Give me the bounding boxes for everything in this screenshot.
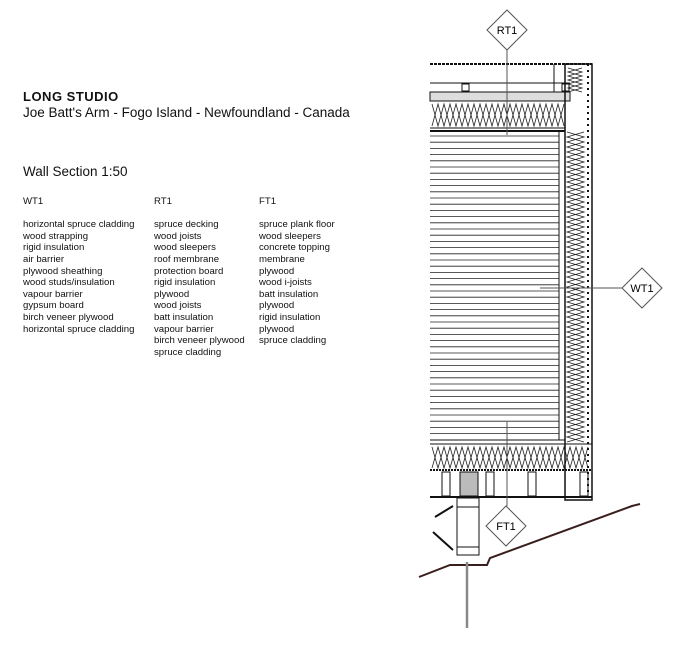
project-title: LONG STUDIO bbox=[23, 89, 119, 104]
legend-layer: wood i-joists bbox=[259, 277, 312, 289]
legend-layer: spruce cladding bbox=[154, 346, 222, 358]
tag-wt1-label: WT1 bbox=[630, 283, 653, 295]
wall-insulation bbox=[565, 131, 586, 443]
legend-layer: wood sleepers bbox=[154, 242, 216, 254]
legend-layer: protection board bbox=[154, 265, 224, 277]
legend-layer: wood joists bbox=[154, 230, 202, 242]
tag-ft1-label: FT1 bbox=[496, 521, 516, 533]
wall-insulation bbox=[566, 67, 584, 93]
wall-insulation bbox=[565, 131, 586, 443]
project-location: Joe Batt's Arm - Fogo Island - Newfoundl… bbox=[23, 105, 350, 120]
legend-layer: plywood bbox=[259, 265, 295, 277]
legend-layer: horizontal spruce cladding bbox=[23, 219, 135, 231]
legend-layer: roof membrane bbox=[154, 253, 220, 265]
tag-wt1[interactable]: WT1 bbox=[621, 267, 663, 309]
legend-layer: batt insulation bbox=[154, 311, 214, 323]
legend-layer: spruce cladding bbox=[259, 335, 327, 347]
legend-layer: vapour barrier bbox=[154, 323, 214, 335]
legend-layer: vapour barrier bbox=[23, 288, 83, 300]
legend-layer: air barrier bbox=[23, 253, 65, 265]
legend-layer: plywood bbox=[259, 323, 295, 335]
legend-layer: wood strapping bbox=[23, 230, 89, 242]
legend-heading: RT1 bbox=[154, 196, 172, 207]
tag-ft1[interactable]: FT1 bbox=[485, 505, 527, 547]
ground-line bbox=[418, 503, 641, 578]
legend-layer: birch veneer plywood bbox=[154, 335, 245, 347]
legend-layer: spruce decking bbox=[154, 219, 219, 231]
legend-layer: wood studs/insulation bbox=[23, 277, 115, 289]
legend-heading: WT1 bbox=[23, 196, 44, 207]
legend-layer: batt insulation bbox=[259, 288, 319, 300]
insulation-batt bbox=[431, 102, 565, 128]
legend-layer: concrete topping bbox=[259, 242, 330, 254]
legend-layer: horizontal spruce cladding bbox=[23, 323, 135, 335]
insulation-batt bbox=[431, 445, 589, 470]
drawing-title: Wall Section 1:50 bbox=[23, 164, 128, 179]
legend-heading: FT1 bbox=[259, 196, 277, 207]
insulation-hatching bbox=[431, 67, 589, 470]
legend-layer: spruce plank floor bbox=[259, 219, 335, 231]
insulation-batt bbox=[431, 445, 589, 470]
insulation-batt bbox=[431, 102, 565, 128]
section-outlines bbox=[429, 63, 593, 556]
legend-layer: plywood bbox=[154, 288, 190, 300]
wall-insulation bbox=[566, 67, 584, 93]
legend-layer: wood joists bbox=[154, 300, 202, 312]
legend-layer: gypsum board bbox=[23, 300, 84, 312]
legend-layer: membrane bbox=[259, 253, 305, 265]
interior-cladding-panel bbox=[430, 135, 559, 435]
tag-rt1[interactable]: RT1 bbox=[486, 9, 528, 51]
legend-layer: rigid insulation bbox=[23, 242, 85, 254]
legend-layer: plywood sheathing bbox=[23, 265, 103, 277]
tag-rt1-label: RT1 bbox=[497, 25, 518, 37]
legend-layer: birch veneer plywood bbox=[23, 311, 114, 323]
legend-layer: rigid insulation bbox=[259, 311, 321, 323]
legend-layer: rigid insulation bbox=[154, 277, 216, 289]
legend-layer: plywood bbox=[259, 300, 295, 312]
legend-layer: wood sleepers bbox=[259, 230, 321, 242]
